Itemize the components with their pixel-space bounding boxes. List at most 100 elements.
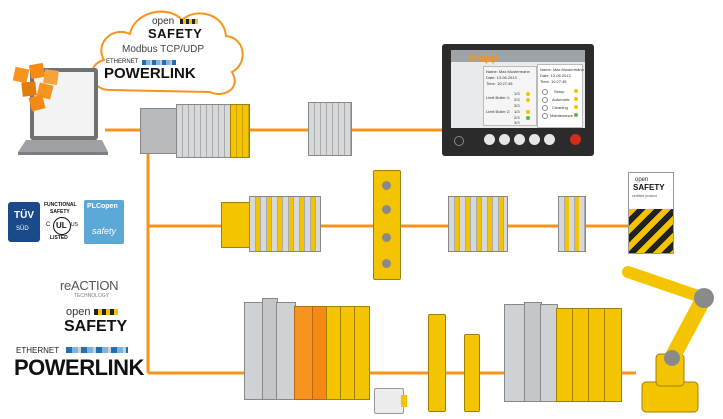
servo-motor — [374, 388, 407, 414]
menu-radio-icon — [542, 105, 548, 111]
hmi-left-name: Name: Max Mustermann — [486, 69, 530, 74]
status-dot-icon — [526, 98, 530, 102]
ul-circle-icon — [53, 217, 71, 235]
small-io-module-middle — [558, 196, 586, 252]
plcopen-text: PLCopen — [87, 203, 118, 210]
reaction-text: reACTION — [60, 278, 119, 293]
ul-mark-text: UL — [56, 221, 67, 230]
orange-cube-icon — [43, 69, 59, 85]
plcopen-safety-text: safety — [92, 226, 117, 236]
main-plc-rack — [140, 104, 250, 158]
open-safety-logo: open SAFETY — [60, 306, 130, 336]
powerlink-text: POWERLINK — [14, 355, 144, 380]
tuv-sud-logo: TÜV SÜD — [8, 202, 40, 242]
drive-power-module — [244, 302, 264, 400]
hmi-key-button[interactable] — [544, 134, 555, 145]
servo-drive-rack-right — [504, 302, 624, 402]
hmi-brand-text: mapp — [469, 52, 499, 64]
hmi-key-button[interactable] — [484, 134, 495, 145]
emergency-stop-button[interactable] — [570, 134, 581, 145]
certified-caption-text: certified product — [632, 194, 657, 198]
safety-drive-yellow — [604, 308, 622, 402]
status-dot-icon — [574, 113, 578, 117]
hmi-key-button[interactable] — [514, 134, 525, 145]
ul-listed-text: LISTED — [50, 235, 68, 241]
hmi-panel: mapp Name: Max Mustermann Date: 13.06.20… — [442, 44, 594, 156]
safety-text: SAFETY — [64, 318, 128, 335]
hmi-menu-cleaning[interactable]: Cleaning — [552, 105, 568, 110]
decentral-drive-short — [464, 334, 480, 412]
ethernet-text: ETHERNET — [16, 346, 60, 355]
hmi-key-button[interactable] — [529, 134, 540, 145]
hmi-value: 1/3 — [514, 109, 520, 114]
status-dot-icon — [526, 110, 530, 114]
decentral-drive-tall — [428, 314, 446, 412]
hmi-value: 1/3 — [514, 91, 520, 96]
hmi-value: 3/3 — [514, 120, 520, 125]
orange-cube-icon — [21, 81, 37, 97]
orange-cube-icon — [12, 66, 30, 84]
hmi-menu-automatic[interactable]: Automatic — [552, 97, 570, 102]
menu-radio-icon — [542, 113, 548, 119]
network-cloud: open SAFETY Modbus TCP/UDP ETHERNET POWE… — [82, 2, 248, 102]
hmi-header-bar — [451, 50, 585, 62]
servo-drive-rack-left — [244, 298, 370, 402]
hmi-limit-boiler-2: Limit Boiler 2: — [486, 109, 511, 114]
drive-power-module — [504, 304, 526, 402]
reaction-logo: reACTION TECHNOLOGY — [58, 276, 130, 302]
robot-arm — [622, 266, 714, 413]
servo-drive-orange — [294, 306, 314, 400]
hmi-value: 3/3 — [514, 103, 520, 108]
safety-junction-box — [373, 170, 401, 280]
certified-open-text: open — [635, 177, 649, 183]
hmi-screen: mapp Name: Max Mustermann Date: 13.06.20… — [451, 50, 585, 128]
connector-icon — [382, 205, 391, 214]
safety-bus-coupler — [221, 202, 251, 248]
hmi-right-name: Name: Max Mustermann — [540, 67, 584, 72]
motor-flange — [401, 395, 407, 407]
io-module-strip — [249, 196, 321, 252]
robot-arm-graphic — [622, 266, 714, 413]
laptop — [4, 62, 108, 156]
cloud-ethernet-text: ETHERNET — [106, 59, 139, 65]
menu-radio-icon — [542, 97, 548, 103]
hmi-left-date: Date: 13.06.2013 — [486, 75, 517, 80]
orange-cube-icon — [28, 94, 46, 112]
hmi-right-time: Time: 10:27:45 — [540, 79, 567, 84]
plcopen-safety-logo: PLCopen safety — [84, 200, 124, 244]
remote-io-module-middle — [448, 196, 508, 252]
menu-radio-icon — [542, 89, 548, 95]
cloud-powerlink-text: POWERLINK — [104, 65, 196, 82]
hmi-left-panel: Name: Max Mustermann Date: 13.06.2013 Ti… — [483, 66, 537, 126]
reaction-sub-text: TECHNOLOGY — [74, 293, 110, 299]
functional-safety-text: SAFETY — [50, 209, 70, 215]
certified-safety-text: SAFETY — [633, 183, 665, 192]
cloud-safety-text: SAFETY — [148, 26, 203, 41]
safety-drive-yellow — [354, 306, 370, 400]
cpu-module — [140, 108, 178, 154]
nfc-icon — [454, 136, 464, 146]
hmi-key-button[interactable] — [499, 134, 510, 145]
remote-io-module-top — [308, 102, 352, 156]
connector-icon — [382, 181, 391, 190]
cloud-open-text: open — [152, 16, 175, 27]
hmi-right-date: Date: 13.06.2013 — [540, 73, 571, 78]
tuv-bottom-text: SÜD — [16, 226, 29, 232]
functional-safety-ul-logo: FUNCTIONAL SAFETY C UL US LISTED — [44, 200, 80, 244]
hazard-stripe-panel — [629, 209, 673, 253]
drive-power-module — [276, 302, 296, 400]
cloud-safety-colorbar — [180, 19, 198, 24]
status-dot-icon — [574, 105, 578, 109]
status-dot-icon — [526, 116, 530, 120]
hmi-menu-maintenance[interactable]: Maintenance — [550, 113, 573, 118]
orange-cube-icon — [28, 62, 46, 80]
open-safety-colorbar — [94, 309, 118, 315]
ethernet-powerlink-logo: ETHERNET POWERLINK — [14, 346, 144, 380]
open-text: open — [66, 306, 91, 318]
status-dot-icon — [574, 97, 578, 101]
hmi-menu-setup[interactable]: Setup — [554, 89, 565, 94]
hmi-limit-boiler-1: Limit Boiler 1: — [486, 95, 511, 100]
connector-icon — [382, 233, 391, 242]
status-dot-icon — [574, 89, 578, 93]
ethernet-colorbar — [66, 347, 128, 353]
